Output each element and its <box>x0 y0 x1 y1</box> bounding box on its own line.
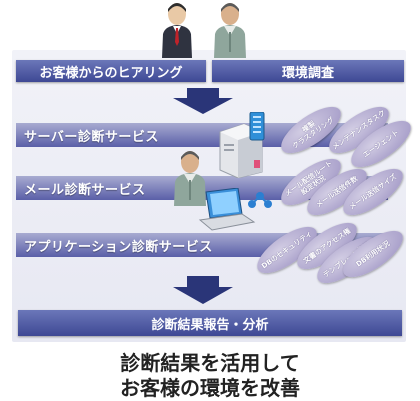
caption-line-2: お客様の環境を改善 <box>120 376 300 400</box>
environment-survey-label: 環境調査 <box>281 65 334 81</box>
laptop-network-icon <box>198 188 272 231</box>
customer-hearing-label: お客様からのヒアリング <box>39 65 183 81</box>
customer-person-icon <box>162 3 192 58</box>
server-icon <box>219 112 265 178</box>
engineer-center-icon <box>174 151 206 206</box>
server-diagnosis-label: サーバー診断サービス <box>24 129 159 145</box>
mail-diagnosis-label: メール診断サービス <box>24 182 146 198</box>
caption-line-1: 診断結果を活用して <box>120 351 300 375</box>
engineer-person-icon <box>214 3 246 58</box>
environment-survey-header: 環境調査 <box>212 60 404 82</box>
diagnosis-report-label: 診断結果報告・分析 <box>151 317 269 333</box>
diagnosis-report-bar: 診断結果報告・分析 <box>18 310 402 336</box>
application-diagnosis-label: アプリケーション診断サービス <box>24 239 213 255</box>
down-arrow-icon <box>173 276 233 304</box>
customer-hearing-header: お客様からのヒアリング <box>16 60 206 82</box>
down-arrow-icon <box>173 88 233 114</box>
